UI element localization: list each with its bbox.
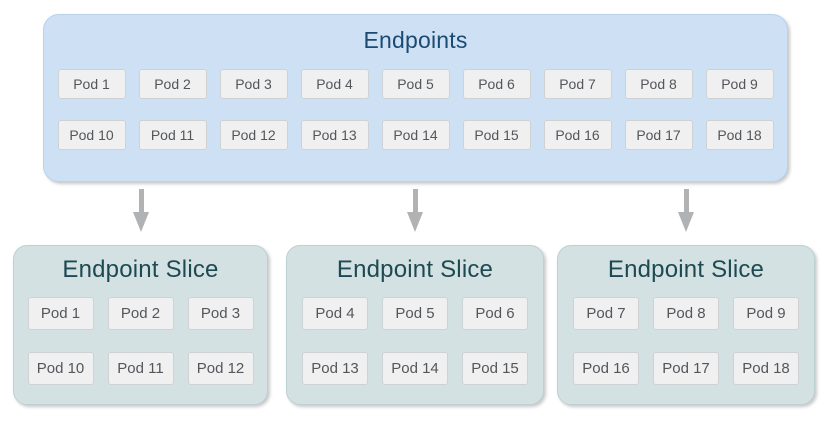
pod-box: Pod 6	[462, 297, 528, 330]
pod-box: Pod 12	[219, 120, 288, 150]
endpoints-title: Endpoints	[363, 27, 468, 53]
pod-box: Pod 18	[733, 352, 799, 385]
pod-box: Pod 8	[624, 69, 693, 99]
pod-box: Pod 4	[302, 297, 368, 330]
pod-box: Pod 2	[138, 69, 207, 99]
pod-box: Pod 4	[300, 69, 369, 99]
slice-pod-grid: Pod 4 Pod 5 Pod 6 Pod 13 Pod 14 Pod 15	[302, 297, 528, 385]
pod-box: Pod 5	[381, 69, 450, 99]
arrow-head	[678, 212, 694, 232]
arrow-down-icon	[133, 189, 149, 232]
pod-box: Pod 7	[573, 297, 639, 330]
arrow-shaft	[412, 189, 418, 212]
pod-box: Pod 14	[381, 120, 450, 150]
pod-box: Pod 3	[187, 297, 254, 330]
pod-box: Pod 16	[573, 352, 639, 385]
pod-box: Pod 9	[733, 297, 799, 330]
pod-box: Pod 17	[624, 120, 693, 150]
endpoint-slice-title: Endpoint Slice	[336, 256, 494, 283]
arrow-down-icon	[678, 189, 694, 232]
pod-box: Pod 8	[653, 297, 719, 330]
pod-box: Pod 18	[705, 120, 774, 150]
slice-pod-grid: Pod 7 Pod 8 Pod 9 Pod 16 Pod 17 Pod 18	[573, 297, 799, 385]
endpoints-pod-grid: Pod 1 Pod 2 Pod 3 Pod 4 Pod 5 Pod 6 Pod …	[57, 69, 774, 150]
pod-box: Pod 11	[138, 120, 207, 150]
arrow-shaft	[138, 189, 144, 212]
endpoint-slice-title: Endpoint Slice	[607, 256, 765, 283]
pod-box: Pod 16	[543, 120, 612, 150]
pod-box: Pod 14	[382, 352, 448, 385]
pod-box: Pod 12	[187, 352, 254, 385]
pod-box: Pod 13	[302, 352, 368, 385]
endpoint-slice-box-3: Endpoint Slice Pod 7 Pod 8 Pod 9 Pod 16 …	[557, 245, 815, 405]
pod-box: Pod 6	[462, 69, 531, 99]
pod-box: Pod 7	[543, 69, 612, 99]
pod-box: Pod 2	[107, 297, 174, 330]
endpoints-box: Endpoints Pod 1 Pod 2 Pod 3 Pod 4 Pod 5 …	[43, 14, 788, 182]
pod-box: Pod 11	[107, 352, 174, 385]
endpoint-slice-title: Endpoint Slice	[62, 256, 219, 283]
arrow-down-icon	[407, 189, 423, 232]
pod-box: Pod 15	[462, 120, 531, 150]
pod-box: Pod 5	[382, 297, 448, 330]
pod-box: Pod 1	[27, 297, 94, 330]
slice-pod-grid: Pod 1 Pod 2 Pod 3 Pod 10 Pod 11 Pod 12	[27, 297, 254, 385]
pod-box: Pod 10	[27, 352, 94, 385]
pod-box: Pod 1	[57, 69, 126, 99]
pod-box: Pod 15	[462, 352, 528, 385]
endpoint-slice-box-1: Endpoint Slice Pod 1 Pod 2 Pod 3 Pod 10 …	[13, 245, 268, 405]
arrow-head	[133, 212, 149, 232]
pod-box: Pod 13	[300, 120, 369, 150]
pod-box: Pod 10	[57, 120, 126, 150]
pod-box: Pod 3	[219, 69, 288, 99]
arrow-shaft	[683, 189, 689, 212]
endpoint-slice-box-2: Endpoint Slice Pod 4 Pod 5 Pod 6 Pod 13 …	[286, 245, 544, 405]
arrow-head	[407, 212, 423, 232]
pod-box: Pod 17	[653, 352, 719, 385]
pod-box: Pod 9	[705, 69, 774, 99]
